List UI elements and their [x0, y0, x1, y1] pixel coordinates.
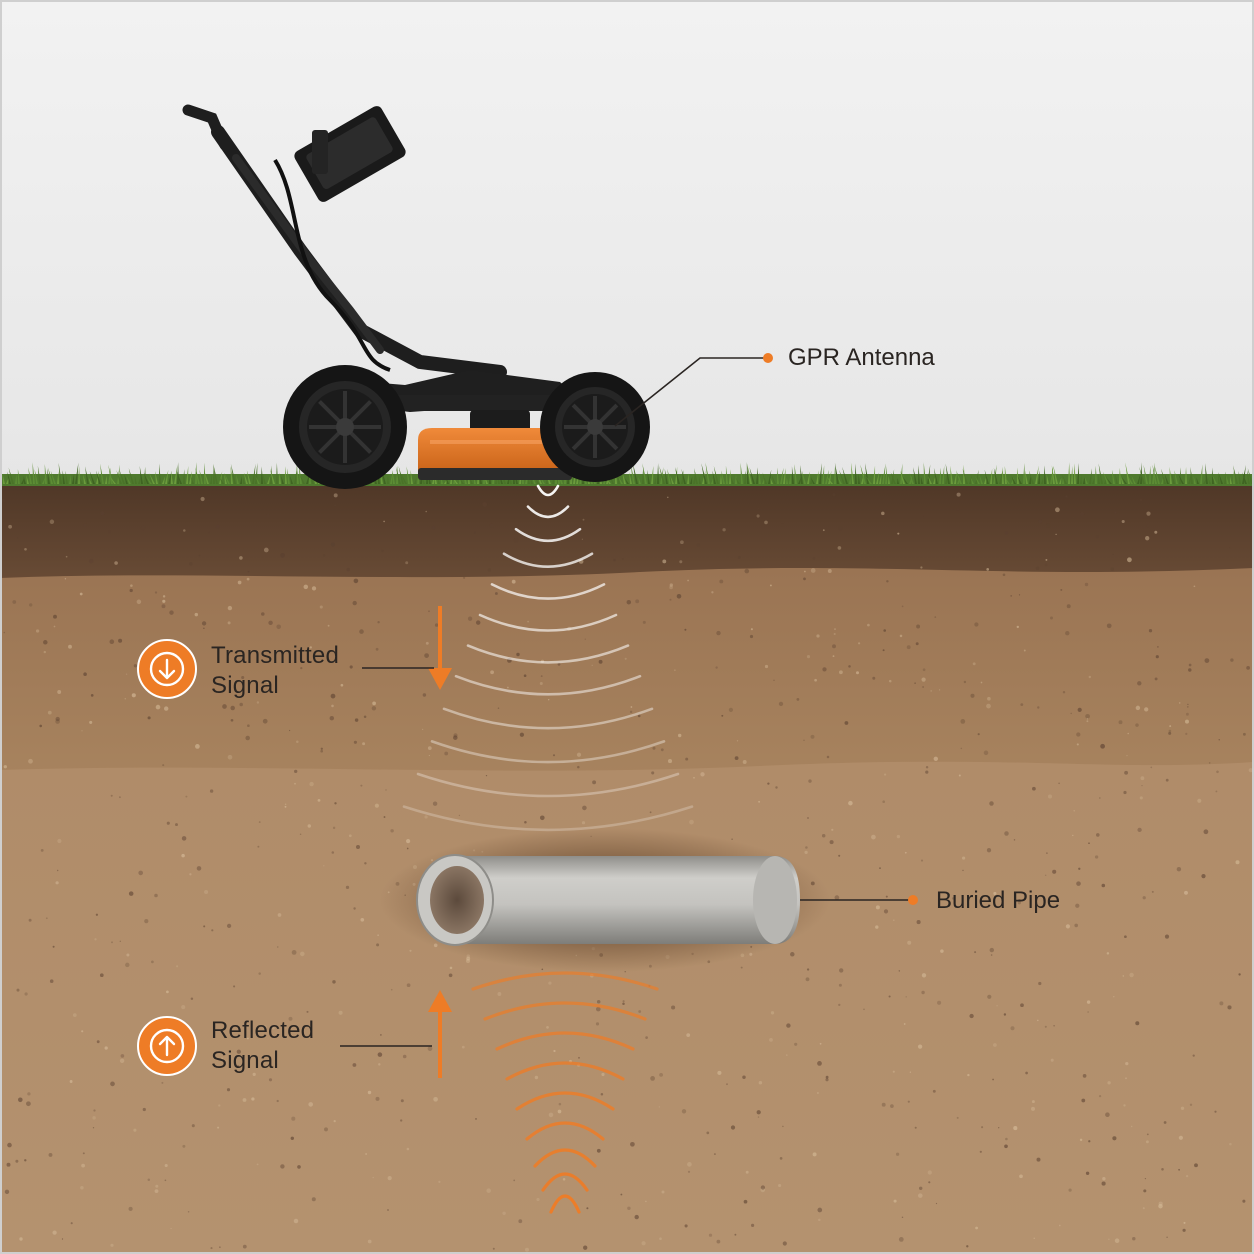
- arrow-down-circle-icon: [137, 639, 197, 699]
- reflected-signal-label-line1: Reflected: [211, 1017, 315, 1044]
- front-wheel: [540, 372, 650, 482]
- pipe-body: [455, 856, 800, 944]
- display-unit: [294, 106, 406, 202]
- transmitted-signal-label-line1: Transmitted: [211, 642, 340, 669]
- transmitted-direction-arrow: [428, 606, 452, 690]
- gpr-antenna-label: GPR Antenna: [788, 344, 935, 371]
- leader-line-gpr-antenna: [614, 357, 768, 427]
- callout-dot-gpr-antenna: [763, 353, 773, 363]
- subsoil-layer: [0, 568, 1254, 790]
- cart-lower-rail: [360, 395, 580, 411]
- callout-dot-buried-pipe: [908, 895, 918, 905]
- pipe-end-cap: [753, 856, 797, 944]
- reflected-wave-arcs: [471, 971, 659, 1214]
- deep-soil-layer: [0, 761, 1254, 1254]
- buried-pipe: [380, 828, 830, 972]
- transmitted-signal-label-line2: Signal: [211, 672, 279, 699]
- arrow-up-circle-icon: [137, 1016, 197, 1076]
- pipe-opening: [430, 866, 484, 934]
- cart-handle-frame-inner: [232, 154, 384, 354]
- leader-lines: [340, 357, 913, 1047]
- transmitted-wave-arcs: [402, 484, 694, 832]
- gpr-cart: [182, 104, 650, 489]
- cart-cable: [273, 158, 391, 372]
- reflected-direction-arrow: [428, 990, 452, 1078]
- gpr-antenna-unit: [418, 410, 572, 480]
- reflected-signal-label-line2: Signal: [211, 1047, 279, 1074]
- buried-pipe-label: Buried Pipe: [936, 887, 1061, 914]
- rear-wheel: [283, 365, 407, 489]
